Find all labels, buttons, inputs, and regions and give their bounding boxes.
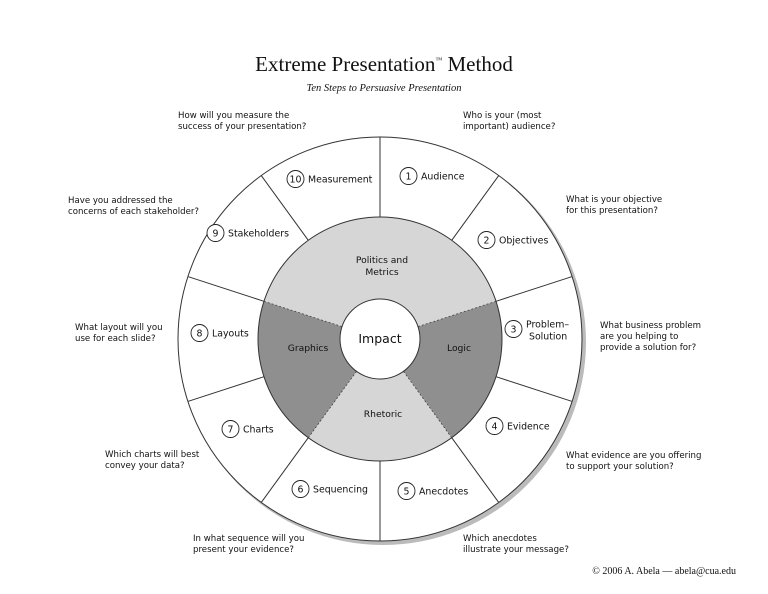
step-divider — [260, 437, 309, 503]
sector-label-graphics: Graphics — [288, 343, 329, 354]
step-label: Objectives — [499, 235, 548, 246]
step-label: Stakeholders — [228, 228, 289, 239]
step-number-badge — [286, 170, 305, 188]
step-number: 4 — [492, 421, 498, 432]
center-circle — [339, 298, 421, 380]
step-label: Problem–Solution — [526, 320, 569, 343]
step-number-badge — [190, 324, 209, 342]
step-divider — [187, 376, 265, 402]
step-divider — [260, 175, 309, 241]
step-label: Audience — [421, 171, 465, 182]
step-number: 5 — [404, 486, 410, 497]
sector-logic — [403, 301, 502, 438]
step-number: 2 — [484, 235, 490, 246]
step-2: 2 Objectives — [477, 231, 548, 249]
center-label: Impact — [358, 331, 401, 346]
step-label: Layouts — [212, 328, 249, 339]
step-label: Charts — [243, 424, 274, 435]
sector-label-logic: Logic — [447, 343, 471, 354]
step-divider — [495, 376, 573, 402]
sector-boundary — [417, 300, 497, 328]
step-divider — [451, 175, 500, 241]
copyright-notice: © 2006 A. Abela — abela@cua.edu — [592, 566, 736, 577]
sector-rhetoric — [308, 371, 452, 461]
step-divider — [495, 276, 573, 302]
step-number: 10 — [290, 174, 302, 185]
step-number-badge — [221, 420, 240, 438]
step-number: 8 — [197, 328, 203, 339]
diagram-title: Extreme Presentation™ Method — [255, 52, 513, 76]
step-number-badge — [291, 480, 310, 498]
step-number: 6 — [298, 484, 304, 495]
step-7: 7 Charts — [221, 420, 274, 438]
sector-boundary — [263, 300, 343, 328]
step-divider — [187, 276, 265, 302]
step-number: 7 — [228, 424, 234, 435]
step-number-badge — [206, 224, 225, 242]
step-label: Measurement — [308, 174, 373, 185]
sector-graphics — [258, 301, 357, 438]
step-5: 5 Anecdotes — [397, 482, 468, 500]
step-10: 10 Measurement — [286, 170, 373, 188]
step-number: 1 — [406, 171, 412, 182]
sector-politics — [263, 217, 497, 327]
step-divider — [451, 437, 500, 503]
sector-label-rhetoric: Rhetoric — [364, 409, 402, 420]
step-4: 4 Evidence — [485, 417, 550, 435]
step-6: 6 Sequencing — [291, 480, 368, 498]
step-number-badge — [477, 231, 496, 249]
step-labels: 1 Audience 2 Objectives 3 Problem–Solution 4 Ev… — [190, 167, 569, 500]
step-9: 9 Stakeholders — [206, 224, 289, 242]
step-label: Anecdotes — [419, 486, 468, 497]
inner-ring — [257, 216, 503, 462]
step-dividers — [187, 137, 573, 541]
step-1: 1 Audience — [399, 167, 465, 185]
step-label: Sequencing — [313, 484, 368, 495]
step-number-badge — [485, 417, 504, 435]
step-number-badge — [397, 482, 416, 500]
step-number: 9 — [213, 228, 219, 239]
step-8: 8 Layouts — [190, 324, 249, 342]
step-number: 3 — [511, 324, 517, 335]
step-number-badge — [399, 167, 418, 185]
sector-boundary — [403, 371, 453, 438]
diagram-subtitle: Ten Steps to Persuasive Presentation — [307, 83, 462, 94]
inner-sectors — [257, 216, 503, 462]
step-3: 3 Problem–Solution — [504, 320, 569, 343]
step-label: Evidence — [507, 421, 550, 432]
step-number-badge — [504, 320, 523, 338]
sector-boundary — [307, 371, 357, 438]
